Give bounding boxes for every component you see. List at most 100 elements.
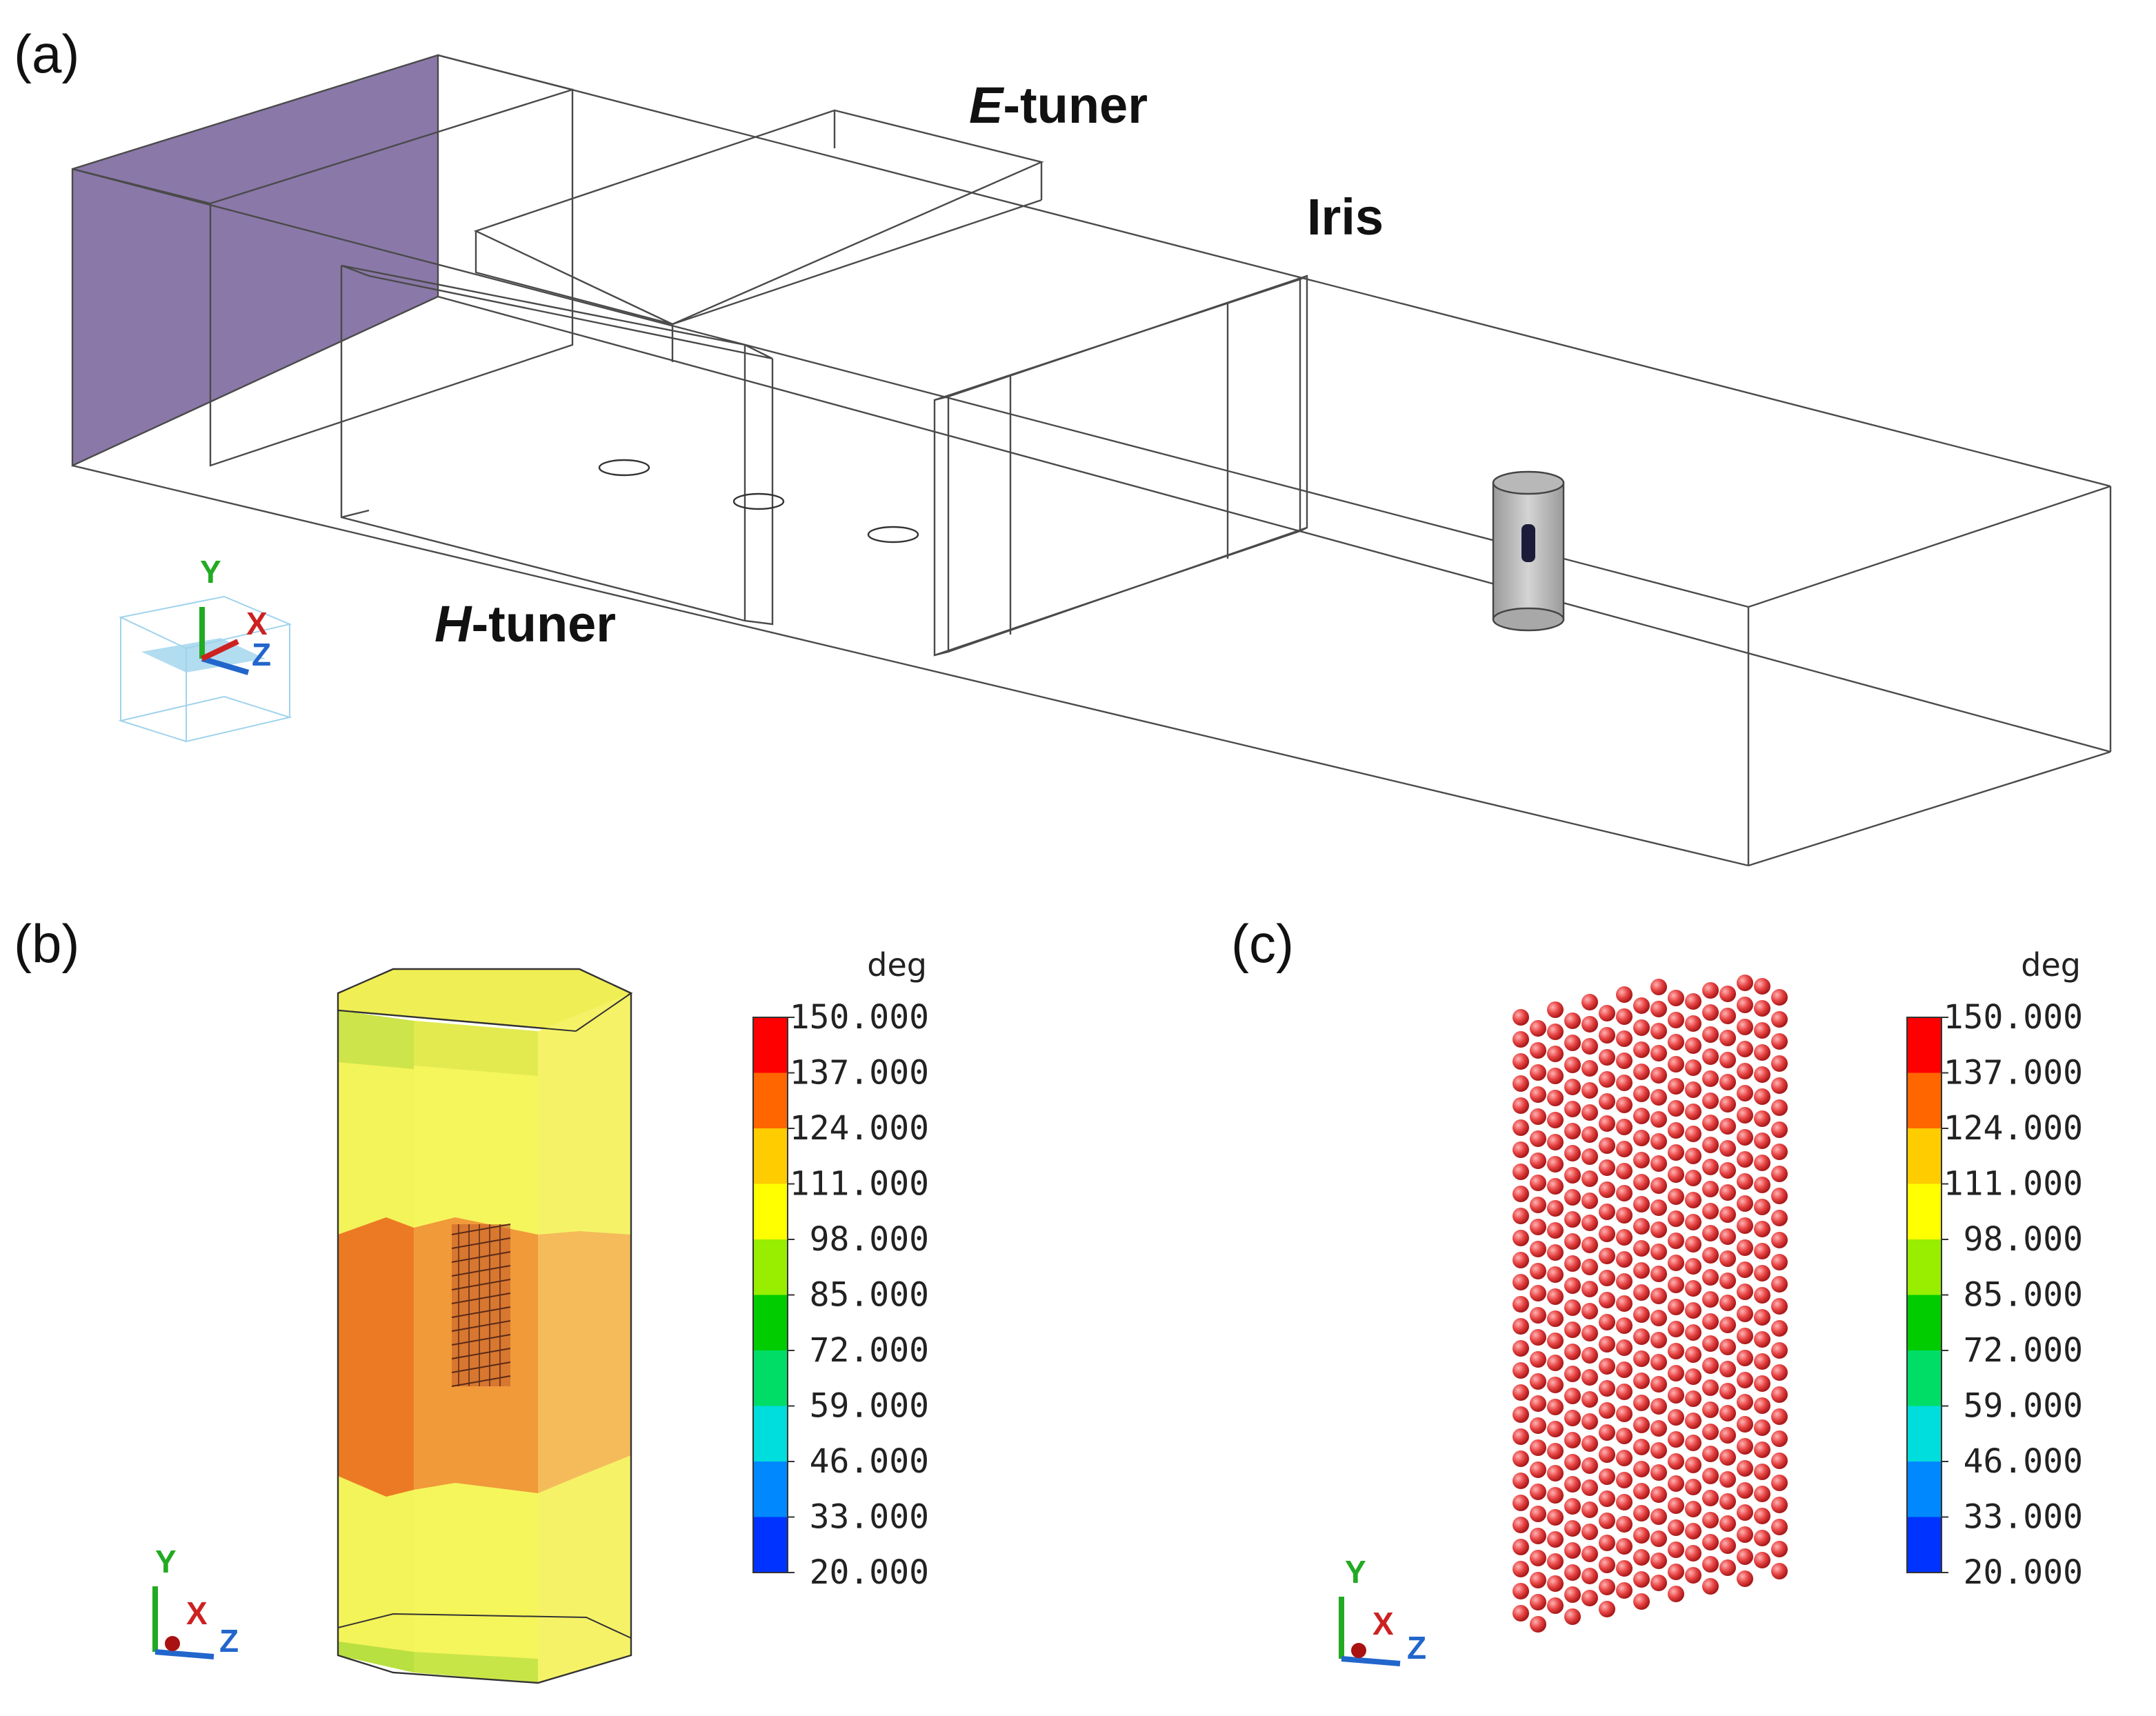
x-axis-label-b: X: [186, 1595, 208, 1631]
lattice-sphere: [1633, 1284, 1650, 1301]
lattice-sphere: [1530, 1351, 1546, 1368]
lattice-sphere: [1633, 1527, 1650, 1544]
lattice-sphere: [1702, 1468, 1719, 1484]
lattice-sphere: [1702, 1203, 1719, 1219]
lattice-sphere: [1581, 1568, 1598, 1584]
lattice-sphere: [1737, 1504, 1753, 1521]
lattice-sphere: [1530, 1594, 1546, 1610]
lattice-sphere: [1771, 1011, 1788, 1028]
lattice-sphere: [1513, 1473, 1529, 1489]
lattice-sphere: [1564, 1211, 1581, 1228]
lattice-sphere: [1702, 1578, 1719, 1595]
lattice-sphere: [1702, 1556, 1719, 1573]
lattice-sphere: [1719, 1074, 1736, 1090]
lattice-sphere: [1513, 1561, 1529, 1577]
lattice-sphere: [1668, 1188, 1684, 1205]
lattice-sphere: [1581, 1546, 1598, 1562]
lattice-sphere: [1737, 1526, 1753, 1543]
lattice-sphere: [1599, 1181, 1615, 1198]
lattice-sphere: [1633, 1439, 1650, 1455]
lattice-sphere: [1719, 1295, 1736, 1311]
lattice-sphere: [1737, 1416, 1753, 1433]
lattice-sphere: [1599, 1468, 1615, 1485]
lattice-sphere: [1650, 1199, 1667, 1216]
lattice-sphere: [1547, 1266, 1564, 1283]
lattice-sphere: [1513, 1119, 1529, 1136]
lattice-sphere: [1650, 1354, 1667, 1370]
lattice-sphere: [1633, 1417, 1650, 1433]
colorbar-tick-label: 20.000: [1964, 1553, 2083, 1592]
colorbar-tick-label: 98.000: [810, 1220, 929, 1259]
lattice-sphere: [1633, 1240, 1650, 1257]
lattice-sphere: [1719, 1559, 1736, 1576]
lattice-sphere: [1702, 1093, 1719, 1109]
lattice-sphere: [1564, 1189, 1581, 1206]
lattice-sphere: [1719, 1471, 1736, 1488]
lattice-sphere: [1719, 1317, 1736, 1333]
lattice-sphere: [1633, 1328, 1650, 1345]
lattice-sphere: [1754, 1441, 1770, 1458]
lattice-sphere: [1668, 990, 1684, 1006]
lattice-sphere: [1581, 1281, 1598, 1297]
lattice-sphere: [1616, 1008, 1633, 1025]
lattice-sphere: [1616, 1361, 1633, 1378]
lattice-sphere: [1513, 1274, 1529, 1290]
lattice-sphere: [1513, 1252, 1529, 1268]
lattice-sphere: [1668, 1277, 1684, 1293]
lattice-sphere: [1633, 1108, 1650, 1124]
lattice-sphere: [1633, 1593, 1650, 1610]
lattice-sphere: [1771, 1099, 1788, 1116]
colorbar-segment: [1907, 1128, 1942, 1184]
lattice-sphere: [1702, 1070, 1719, 1087]
lattice-sphere: [1530, 1329, 1546, 1346]
lattice-sphere: [1650, 1420, 1667, 1437]
lattice-sphere: [1668, 1564, 1684, 1580]
colorbar-tick-label: 46.000: [1964, 1442, 2083, 1481]
lattice-sphere: [1737, 997, 1753, 1013]
lattice-sphere: [1668, 1100, 1684, 1117]
colorbar-tick-label: 85.000: [1964, 1276, 2083, 1315]
lattice-sphere: [1513, 1318, 1529, 1335]
lattice-sphere: [1513, 1164, 1529, 1180]
lattice-sphere: [1719, 1339, 1736, 1355]
lattice-inset: [451, 1224, 511, 1387]
colorbar-b: deg150.000137.000124.000111.00098.00085.…: [752, 946, 929, 1592]
lattice-sphere: [1581, 1193, 1598, 1209]
lattice-sphere: [1771, 1320, 1788, 1337]
colorbar-unit: deg: [867, 946, 927, 984]
tuner-hole-3: [867, 526, 919, 543]
lattice-sphere: [1702, 1159, 1719, 1175]
lattice-sphere: [1547, 1112, 1564, 1128]
lattice-sphere: [1668, 1387, 1684, 1404]
lattice-sphere: [1650, 1089, 1667, 1106]
lattice-sphere: [1754, 1375, 1770, 1392]
lattice-sphere: [1771, 1210, 1788, 1226]
lattice-sphere: [1547, 1443, 1564, 1459]
lattice-sphere: [1530, 1108, 1546, 1125]
lattice-sphere: [1771, 1408, 1788, 1425]
lattice-sphere: [1754, 1287, 1770, 1304]
panel-a: (a): [14, 23, 2112, 867]
lattice-sphere: [1754, 1110, 1770, 1127]
lattice-sphere: [1702, 1379, 1719, 1396]
lattice-sphere: [1737, 1570, 1753, 1587]
lattice-sphere: [1581, 1457, 1598, 1474]
lattice-sphere: [1650, 1464, 1667, 1481]
lattice-sphere: [1599, 1292, 1615, 1308]
lattice-sphere: [1650, 1310, 1667, 1326]
colorbar-segment: [753, 1295, 788, 1350]
lattice-sphere: [1530, 1528, 1546, 1544]
colorbar-segment: [1907, 1461, 1942, 1517]
lattice-sphere: [1581, 1104, 1598, 1121]
lattice-sphere: [1668, 1586, 1684, 1602]
colorbar-segment: [753, 1128, 788, 1184]
lattice-sphere: [1616, 1295, 1633, 1312]
lattice-sphere: [1581, 1148, 1598, 1165]
lattice-sphere: [1668, 1431, 1684, 1448]
lattice-sphere: [1547, 1333, 1564, 1349]
lattice-sphere: [1513, 1031, 1529, 1048]
lattice-sphere: [1547, 1399, 1564, 1415]
lattice-sphere: [1737, 1372, 1753, 1388]
colorbar-segment: [1907, 1295, 1942, 1350]
lattice-sphere: [1633, 997, 1650, 1014]
